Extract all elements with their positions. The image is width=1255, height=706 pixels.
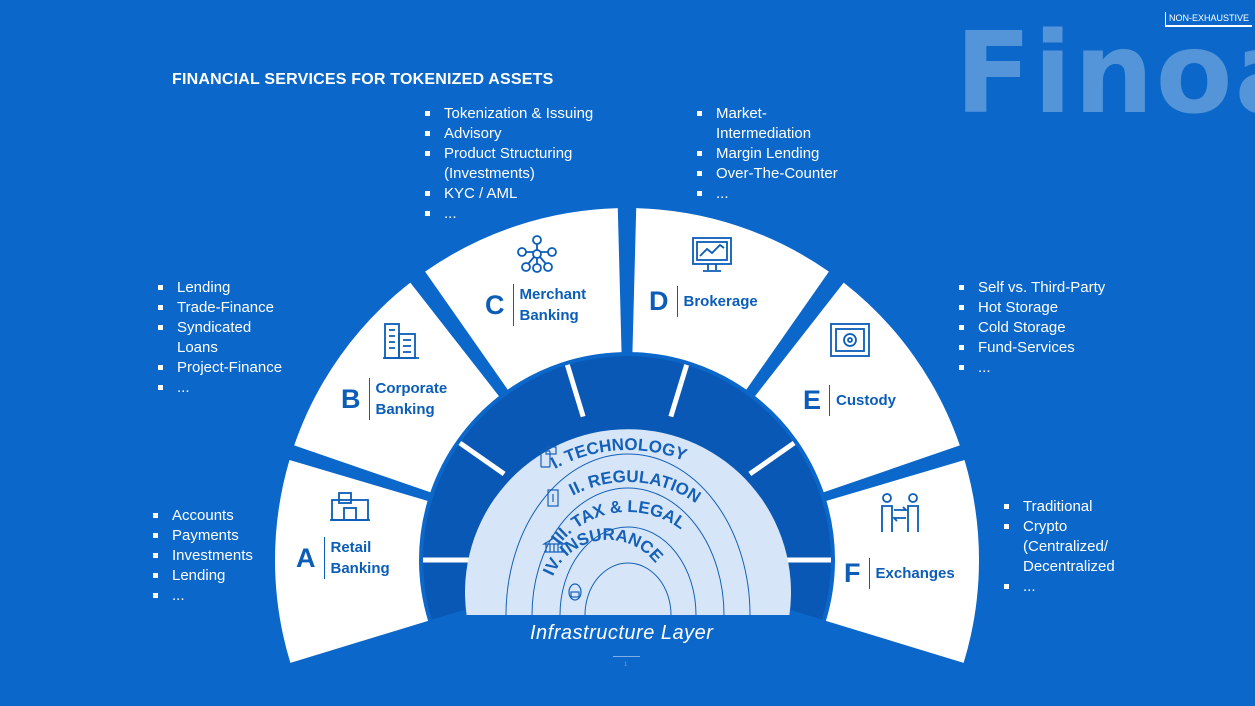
segment-brokerage: D Brokerage (649, 286, 758, 317)
chart-monitor-icon (692, 237, 732, 272)
list-item: ... (1004, 577, 1115, 597)
list-item: Decentralized (1023, 558, 1115, 575)
segment-c-shape (425, 208, 622, 390)
segment-letter: F (844, 558, 861, 588)
list-item: Investments (153, 546, 253, 566)
exchanges-list: Traditional Crypto (Centralized/ Decentr… (1004, 497, 1115, 597)
list-item: Project-Finance (158, 358, 282, 378)
list-item: Margin Lending (697, 144, 838, 164)
ring-spoke (748, 440, 796, 477)
list-item: Cold Storage (959, 318, 1105, 338)
list-item: Payments (153, 526, 253, 546)
list-item: Self vs. Third-Party (959, 278, 1105, 298)
segment-name-line: Merchant (519, 286, 587, 303)
layer-ring (559, 526, 697, 616)
layer-ring (505, 453, 751, 616)
ring-spoke (564, 364, 586, 418)
page-title: FINANCIAL SERVICES FOR TOKENIZED ASSETS (172, 71, 554, 88)
segment-name: Custody (829, 385, 896, 416)
list-item: Crypto (1004, 517, 1115, 537)
core-disc (465, 429, 791, 615)
segment-f-shape (825, 460, 979, 663)
custody-list: Self vs. Third-Party Hot Storage Cold St… (959, 278, 1105, 378)
segment-name: Brokerage (676, 286, 758, 317)
segment-letter: E (803, 385, 822, 415)
list-item: Trade-Finance (158, 298, 282, 318)
corporate-banking-list: Lending Trade-Finance Syndicated Loans P… (158, 278, 282, 398)
brokerage-list: Market- Intermediation Margin Lending Ov… (697, 104, 838, 204)
segment-letter: B (341, 383, 361, 414)
segment-name-line: Banking (519, 307, 579, 324)
ring-spoke (458, 440, 506, 477)
list-item: Product Structuring (425, 144, 593, 164)
phone-chat-icon (540, 446, 557, 468)
segment-e-shape (755, 282, 960, 493)
exchange-people-icon (881, 493, 919, 532)
segment-name-line: Retail (330, 539, 372, 556)
segment-custody: E Custody (803, 385, 896, 416)
list-item: Tokenization & Issuing (425, 104, 593, 124)
list-item: (Centralized/ (1023, 538, 1109, 555)
segment-name-line: Banking (330, 560, 390, 577)
segment-d-shape (632, 208, 829, 390)
list-item: Intermediation (716, 125, 812, 142)
segment-letter: C (485, 289, 505, 320)
list-item: Fund-Services (959, 338, 1105, 358)
insurance-shield-icon (568, 583, 582, 601)
law-book-icon (547, 489, 559, 507)
safe-icon (830, 323, 870, 357)
network-nodes-icon (517, 235, 557, 273)
government-building-icon (541, 537, 567, 553)
list-item: ... (959, 358, 1105, 378)
list-item: Lending (153, 566, 253, 586)
segment-name: Exchanges (868, 558, 955, 589)
list-item: Market- (697, 104, 838, 124)
segment-a-shape (274, 460, 429, 663)
segment-letter: D (649, 286, 669, 316)
list-item: Advisory (425, 124, 593, 144)
layer-ring (531, 487, 725, 616)
segment-name-line: Banking (375, 401, 435, 418)
list-item: ... (158, 378, 282, 398)
segment-b-shape (294, 282, 499, 493)
bank-building-icon (330, 492, 370, 521)
finoa-logo: Finoa (955, 9, 1255, 139)
segment-exchanges: F Exchanges (844, 558, 955, 589)
list-item: (Investments) (444, 165, 535, 182)
list-item: ... (425, 204, 593, 224)
infrastructure-band (470, 615, 790, 706)
segment-letter: A (296, 542, 316, 573)
layer-ring (584, 562, 672, 616)
list-item: Lending (158, 278, 282, 298)
merchant-banking-list: Tokenization & Issuing Advisory Product … (425, 104, 593, 224)
office-buildings-icon (383, 323, 419, 359)
list-item: ... (697, 184, 838, 204)
non-exhaustive-tag: NON-EXHAUSTIVE (1165, 12, 1253, 27)
list-item: Over-The-Counter (697, 164, 838, 184)
list-item: Hot Storage (959, 298, 1105, 318)
list-item: Traditional (1004, 497, 1115, 517)
infrastructure-layer-label: Infrastructure Layer (530, 622, 714, 644)
list-item: ... (153, 586, 253, 606)
retail-banking-list: Accounts Payments Investments Lending ..… (153, 506, 253, 606)
ring-spoke (668, 364, 690, 418)
list-item: Syndicated (158, 318, 282, 338)
page-number: 1 (624, 662, 628, 668)
list-item: Loans (177, 339, 218, 356)
page-divider (613, 656, 640, 657)
segment-name-line: Corporate (375, 380, 448, 397)
list-item: KYC / AML (425, 184, 593, 204)
list-item: Accounts (153, 506, 253, 526)
